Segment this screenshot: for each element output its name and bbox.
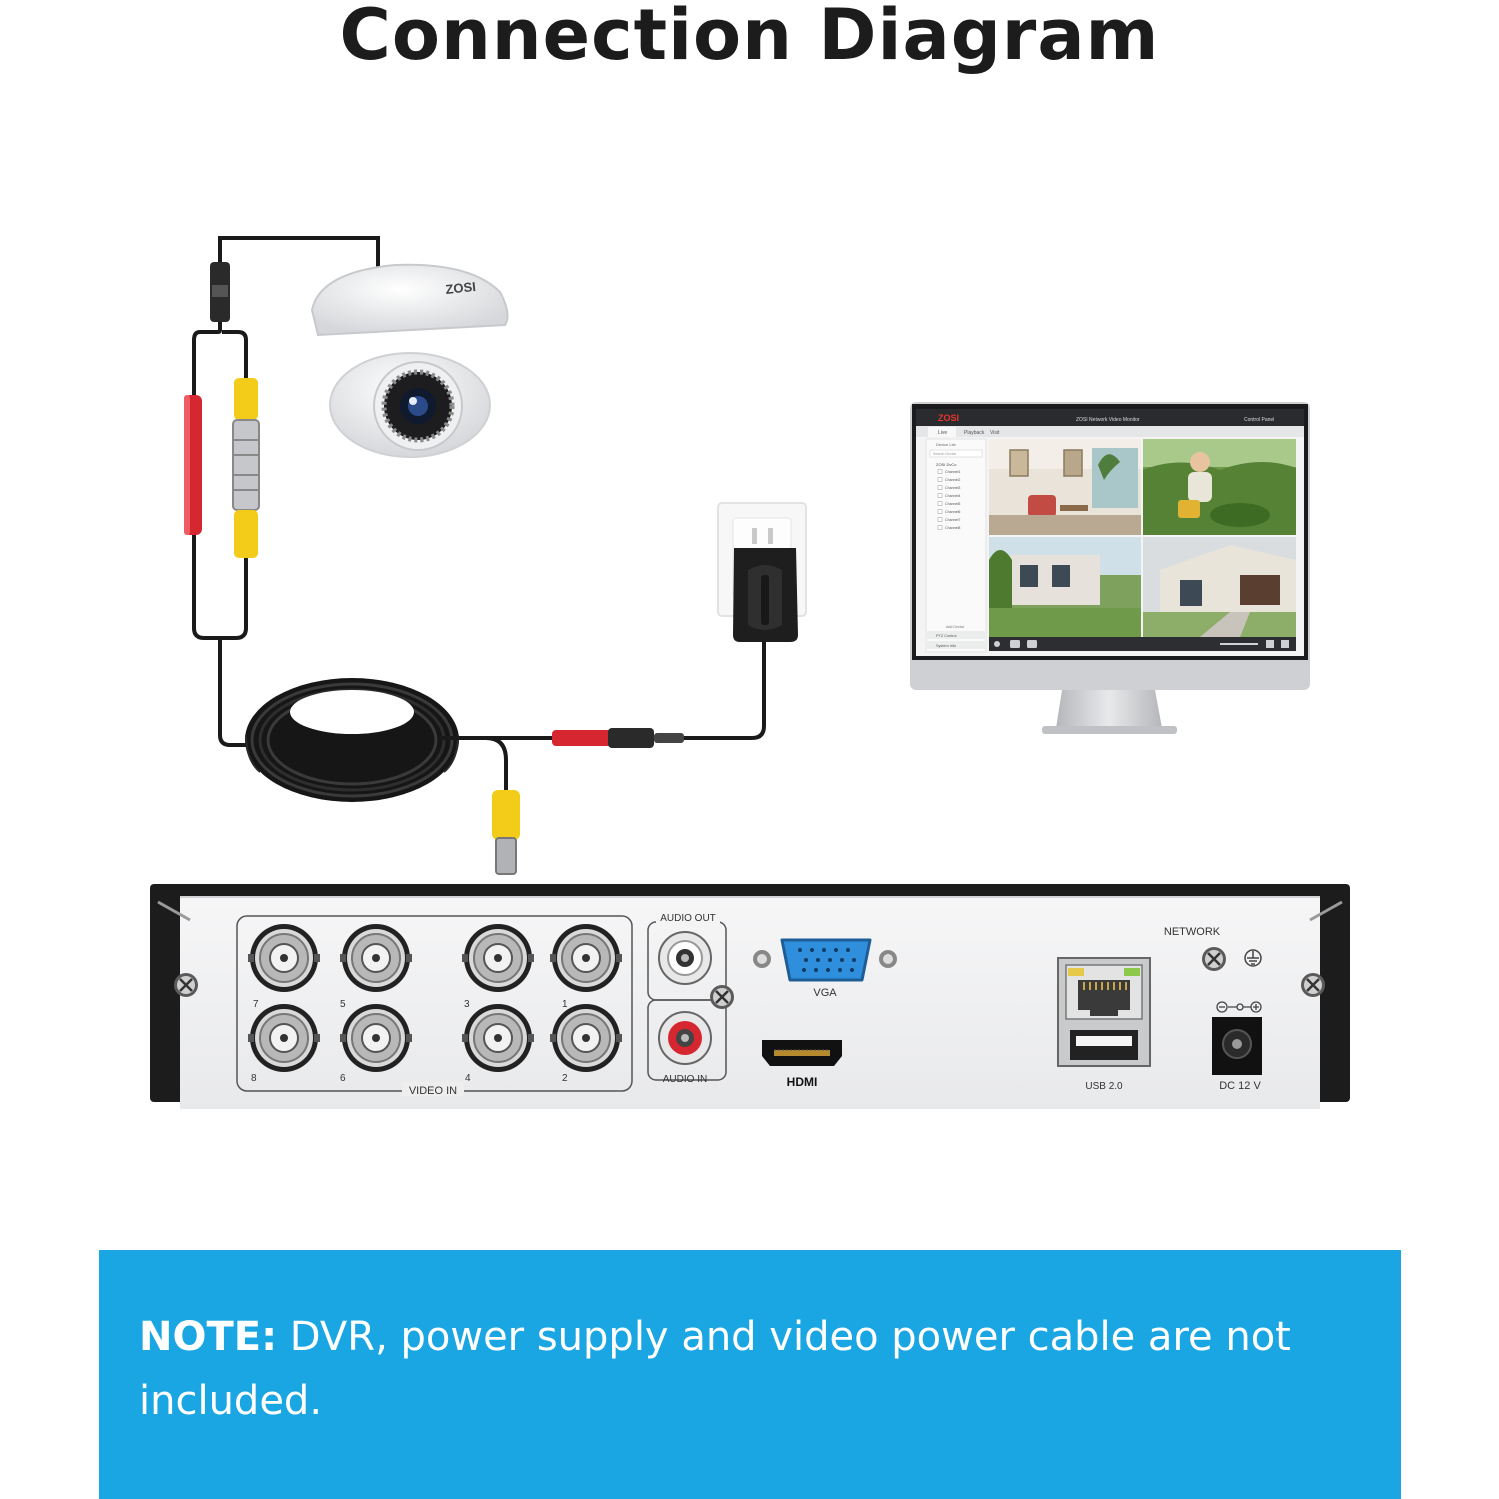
label-dc-12v: DC 12 V xyxy=(1219,1080,1261,1092)
monitor-brand: ZOSI xyxy=(938,413,959,423)
audio-out-jack xyxy=(658,931,712,985)
port-label-2: 2 xyxy=(562,1073,568,1084)
port-label-6: 6 xyxy=(340,1073,346,1084)
monitor-control-panel: Control Panel xyxy=(1244,417,1274,423)
monitor-channel-list: Channel1Channel2Channel3Channel4Channel5… xyxy=(937,469,960,530)
label-audio-out: AUDIO OUT xyxy=(660,913,716,924)
monitor-tab-playback: Playback xyxy=(964,430,985,436)
camera-brand: ZOSI xyxy=(445,279,477,297)
port-label-7: 7 xyxy=(253,999,259,1010)
note-body: DVR, power supply and video power cable … xyxy=(139,1314,1291,1424)
dome-camera: ZOSI xyxy=(310,263,509,458)
label-usb: USB 2.0 xyxy=(1085,1081,1123,1092)
camera-view-house-lawn xyxy=(989,537,1141,637)
port-label-3: 3 xyxy=(464,999,470,1010)
monitor-channel-item: Channel4 xyxy=(945,494,960,498)
port-label-5: 5 xyxy=(340,999,346,1010)
monitor-channel-checkbox xyxy=(937,485,943,490)
monitor: ZOSI ZOSI Network Video Monitor Control … xyxy=(910,402,1310,734)
port-label-4: 4 xyxy=(465,1073,471,1084)
monitor-channel-item: Channel6 xyxy=(945,510,960,514)
label-network: NETWORK xyxy=(1164,926,1221,938)
monitor-channel-item: Channel8 xyxy=(945,526,960,530)
monitor-channel-item: Channel5 xyxy=(945,502,960,506)
monitor-group: ZOSI DvCo xyxy=(936,462,957,467)
monitor-add-device: Add Device xyxy=(946,625,964,629)
monitor-channel-item: Channel1 xyxy=(945,470,960,474)
label-audio-in: AUDIO IN xyxy=(663,1074,707,1085)
label-video-in: VIDEO IN xyxy=(409,1085,457,1097)
note-text: NOTE: DVR, power supply and video power … xyxy=(139,1305,1379,1433)
monitor-tab-visit: Visit xyxy=(990,430,1000,436)
note-prefix: NOTE: xyxy=(139,1314,278,1360)
camera-view-garden-child xyxy=(1143,439,1296,535)
power-lead xyxy=(552,640,766,748)
cable-coil xyxy=(245,678,555,802)
video-plug xyxy=(492,790,520,875)
monitor-system-info: System Info xyxy=(936,644,956,648)
audio-in-jack xyxy=(658,1011,712,1065)
monitor-channel-item: Channel7 xyxy=(945,518,960,522)
camera-view-house-front xyxy=(1143,537,1296,637)
hdmi-port xyxy=(762,1040,842,1066)
monitor-channel-checkbox xyxy=(937,501,943,506)
wall-outlet xyxy=(717,502,807,642)
camera-cable xyxy=(184,236,380,747)
monitor-search: Search Device xyxy=(933,452,956,456)
connection-diagram: ZOSI xyxy=(150,236,1350,1109)
vga-port xyxy=(753,938,897,982)
monitor-app-title: ZOSI Network Video Monitor xyxy=(1076,417,1140,423)
monitor-channel-checkbox xyxy=(937,469,943,474)
monitor-channel-checkbox xyxy=(937,525,943,530)
monitor-channel-item: Channel3 xyxy=(945,486,960,490)
note-banner: NOTE: DVR, power supply and video power … xyxy=(99,1250,1401,1499)
dc-power-jack xyxy=(1212,1017,1262,1075)
monitor-tab-live: Live xyxy=(938,430,947,436)
polarity-icon xyxy=(1216,1001,1262,1013)
page-title: Connection Diagram xyxy=(339,0,1160,76)
ground-icon xyxy=(1244,949,1262,967)
monitor-channel-item: Channel2 xyxy=(945,478,960,482)
monitor-ptz: PTZ Control xyxy=(936,634,957,638)
monitor-channel-checkbox xyxy=(937,493,943,498)
port-label-1: 1 xyxy=(562,999,568,1010)
port-label-8: 8 xyxy=(251,1073,257,1084)
monitor-channel-checkbox xyxy=(937,477,943,482)
label-vga: VGA xyxy=(813,987,837,999)
label-hdmi: HDMI xyxy=(787,1075,818,1089)
dvr-back-panel: VIDEO IN 7 5 3 1 8 6 4 2 AUDIO OUT xyxy=(150,884,1350,1109)
ethernet-usb-port xyxy=(1057,957,1151,1067)
camera-view-living-room xyxy=(989,439,1141,535)
monitor-device-list: Device List xyxy=(936,442,956,447)
monitor-channel-checkbox xyxy=(937,509,943,514)
monitor-channel-checkbox xyxy=(937,517,943,522)
